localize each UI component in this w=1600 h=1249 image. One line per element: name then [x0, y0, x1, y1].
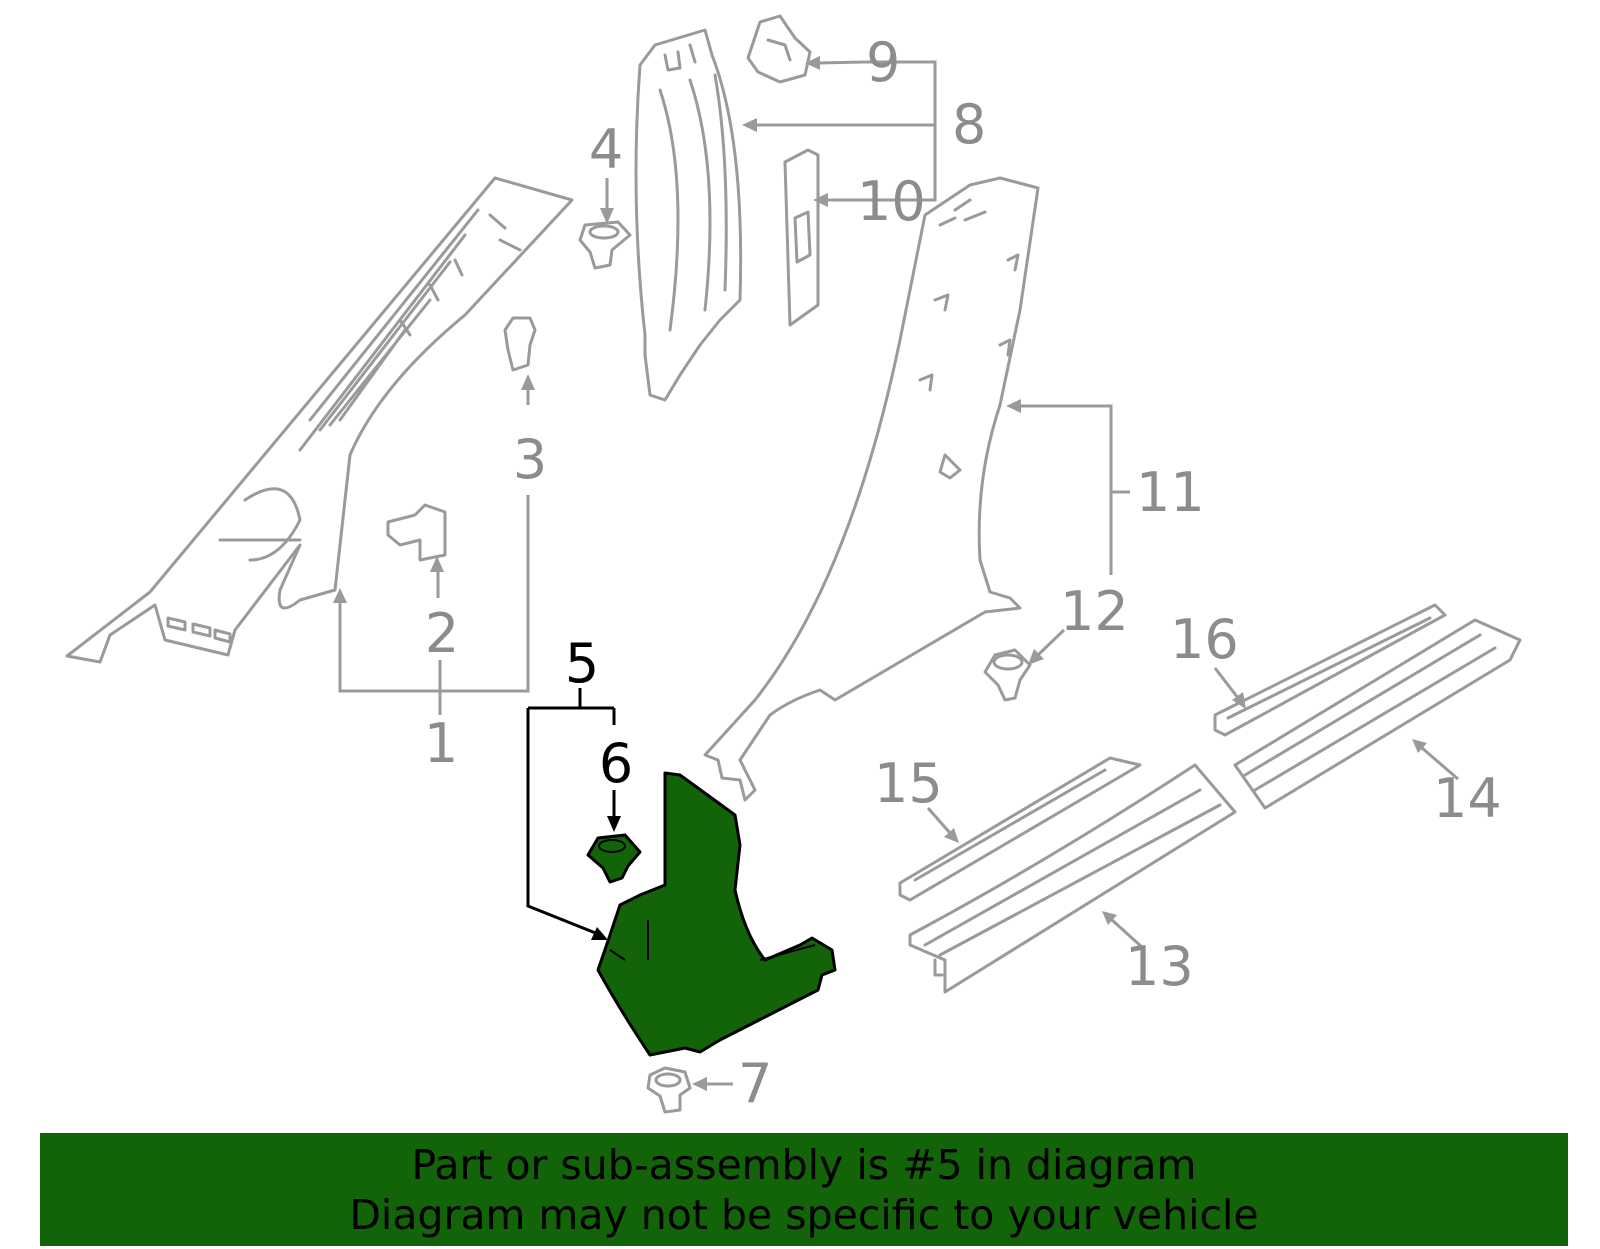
part-5-kick-panel [596, 771, 837, 1057]
callout-10: 10 [857, 170, 926, 233]
callout-8: 8 [952, 93, 986, 156]
callout-3: 3 [513, 428, 547, 491]
callout-labels: 1 2 3 4 5 6 7 8 9 10 11 12 13 14 15 16 [424, 31, 1502, 1115]
leader-lines [333, 56, 1459, 1091]
callout-2: 2 [425, 602, 459, 665]
callout-15: 15 [874, 752, 943, 815]
part-10-pad [783, 148, 820, 327]
part-9-clip [746, 14, 812, 84]
part-3-clip [503, 316, 537, 372]
callout-4: 4 [589, 118, 623, 181]
banner-line-1: Part or sub-assembly is #5 in diagram [411, 1140, 1197, 1189]
callout-5: 5 [565, 632, 599, 695]
banner-line-2: Diagram may not be specific to your vehi… [349, 1190, 1259, 1239]
part-13-sill-plate [908, 763, 1237, 994]
callout-7: 7 [738, 1052, 772, 1115]
part-12-push-pin [983, 648, 1032, 702]
part-6-fastener [586, 833, 642, 884]
callout-6: 6 [599, 732, 633, 795]
leader-lines-highlighted [526, 688, 621, 940]
part-15-sill-strip [898, 756, 1142, 902]
callout-1: 1 [424, 712, 458, 775]
part-2-clip [386, 503, 447, 562]
info-banner: Part or sub-assembly is #5 in diagram Di… [40, 1133, 1568, 1246]
callout-14: 14 [1433, 767, 1502, 830]
callout-9: 9 [866, 31, 900, 94]
callout-16: 16 [1170, 608, 1239, 671]
part-8-b-pillar-upper-trim [634, 28, 743, 402]
callout-12: 12 [1060, 580, 1129, 643]
callout-13: 13 [1125, 935, 1194, 998]
part-7-fastener [646, 1066, 692, 1114]
part-16-sill-strip [1213, 603, 1447, 737]
part-14-sill-plate [1233, 618, 1522, 810]
part-11-b-pillar-lower-trim [703, 176, 1040, 802]
part-4-fastener [578, 220, 632, 270]
part-1-a-pillar-trim [65, 176, 574, 664]
callout-11: 11 [1136, 461, 1205, 524]
